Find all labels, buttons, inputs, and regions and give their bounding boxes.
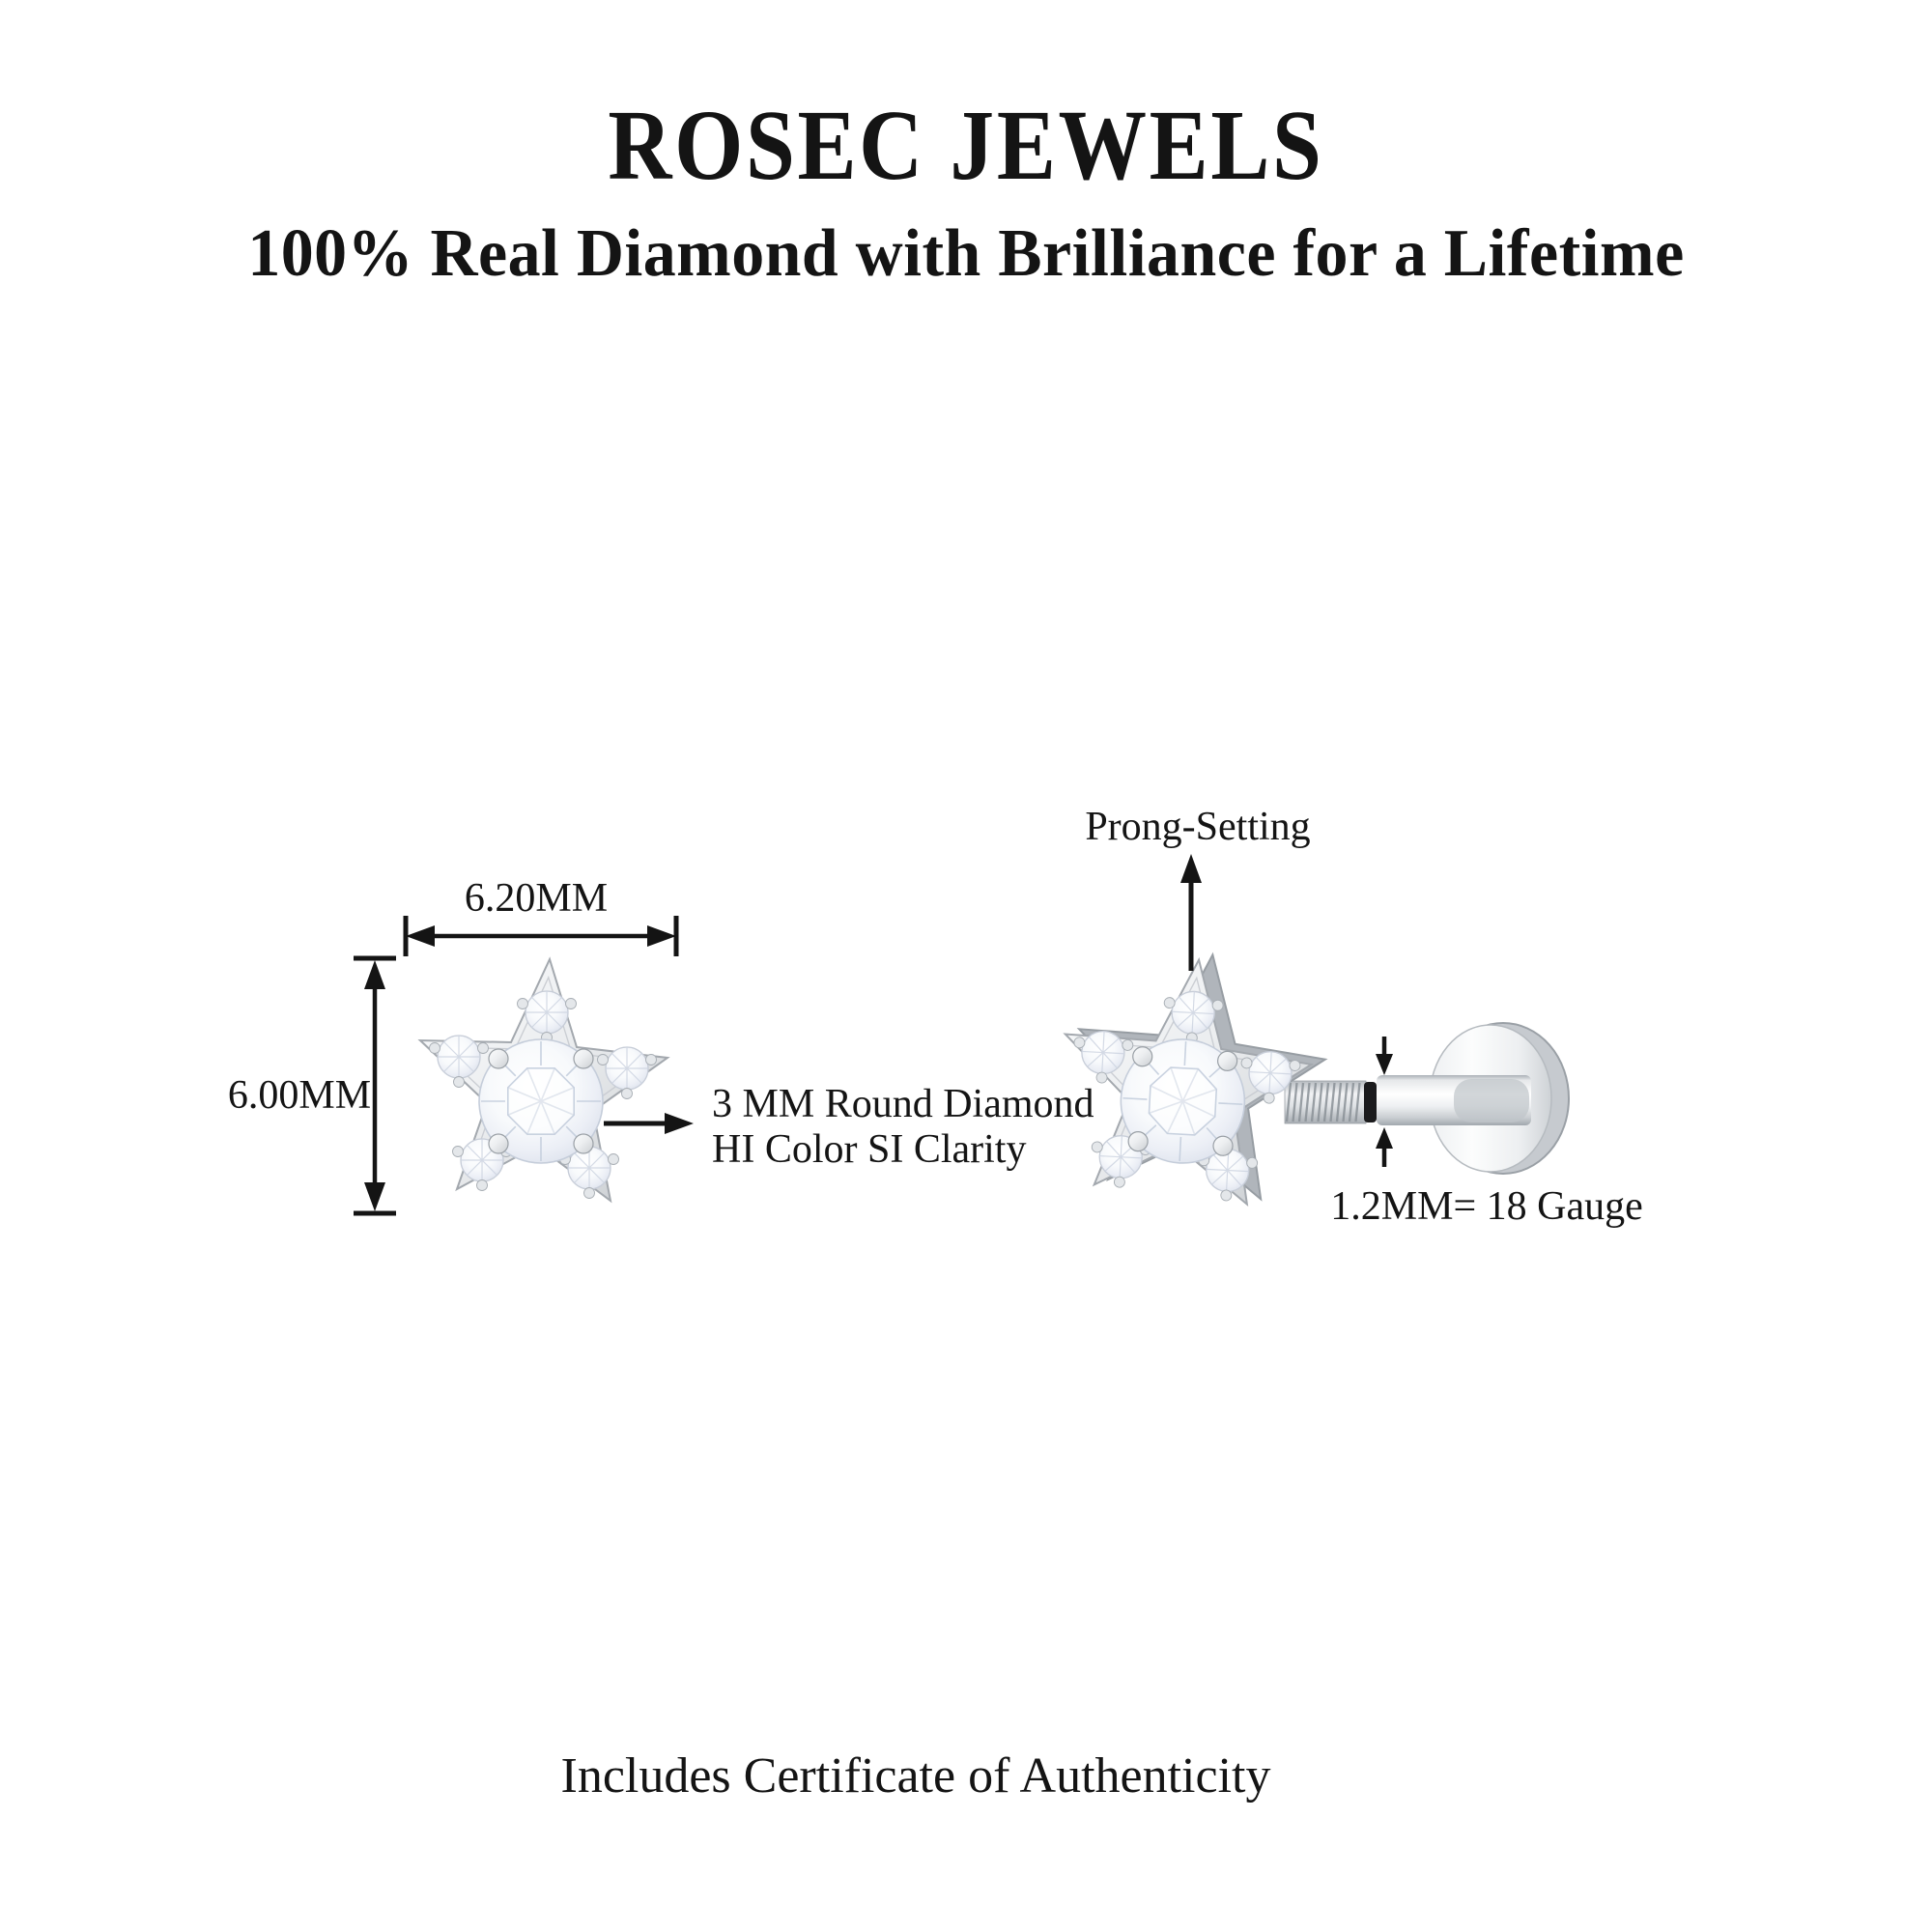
post-thickness-arrows — [1376, 1037, 1393, 1167]
certificate-note: Includes Certificate of Authenticity — [560, 1748, 1271, 1804]
stone-annotation-line1: 3 MM Round Diamond — [712, 1082, 1094, 1126]
height-dimension-label: 6.00MM — [227, 1073, 372, 1118]
width-dimension-arrow — [403, 916, 679, 956]
brand-tagline: 100% Real Diamond with Brilliance for a … — [247, 216, 1685, 291]
width-dimension-label: 6.20MM — [464, 876, 609, 921]
stone-leader-arrow — [604, 1113, 694, 1134]
front-star-earring — [420, 959, 668, 1201]
threaded-post — [1284, 1080, 1367, 1124]
o-ring — [1364, 1082, 1377, 1122]
gauge-label: 1.2MM= 18 Gauge — [1330, 1184, 1643, 1229]
stone-annotation: 3 MM Round Diamond HI Color SI Clarity — [712, 1082, 1094, 1173]
prong-setting-arrow — [1180, 854, 1202, 971]
stone-annotation-line2: HI Color SI Clarity — [712, 1127, 1027, 1172]
side-star-earring-assembly — [1057, 947, 1570, 1208]
brand-title: ROSEC JEWELS — [608, 90, 1324, 201]
prong-setting-label: Prong-Setting — [1085, 805, 1311, 849]
height-dimension-arrow — [354, 955, 396, 1216]
